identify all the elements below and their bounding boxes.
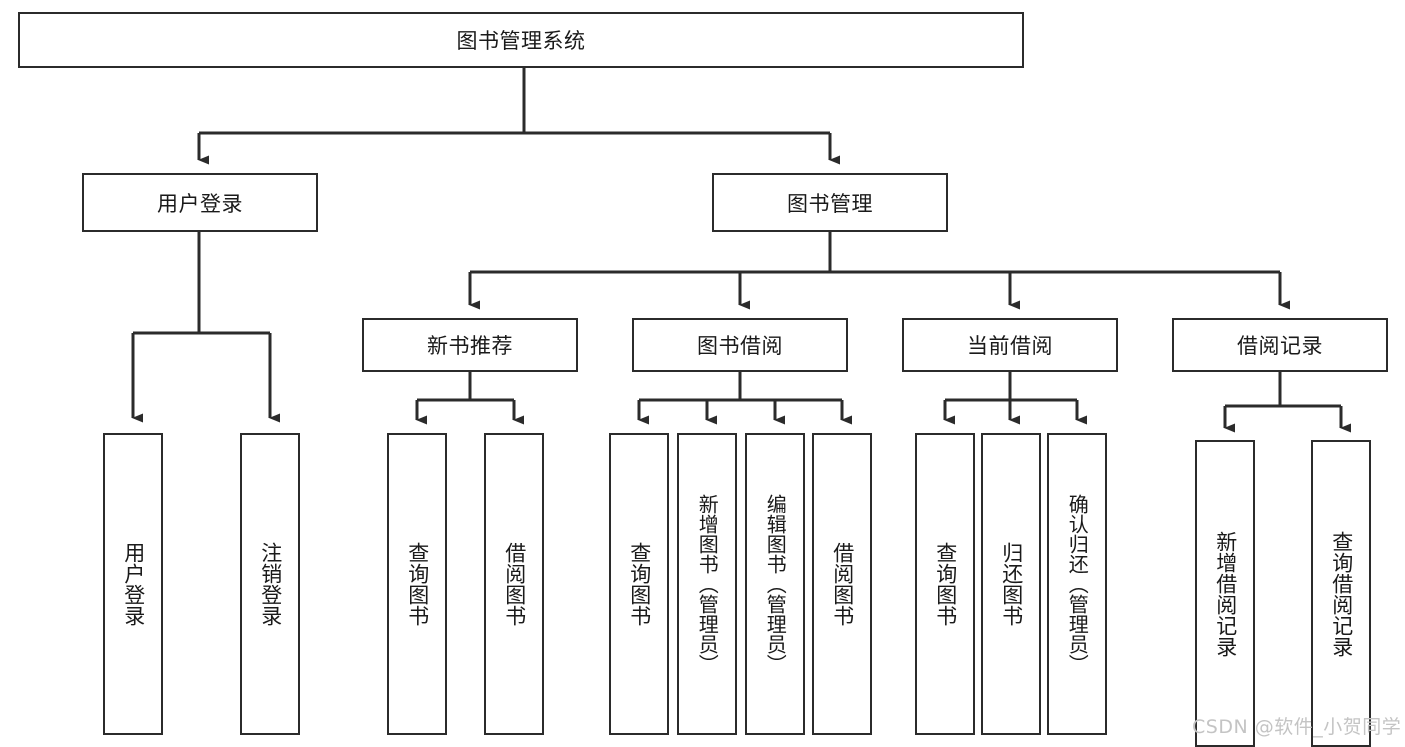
node-current-borrowing-label: 当前借阅 bbox=[967, 334, 1053, 358]
node-new-book-recommendation[interactable]: 新书推荐 bbox=[362, 318, 578, 372]
root-node-book-management-system[interactable]: 图书管理系统 bbox=[18, 12, 1024, 68]
node-current-borrowing[interactable]: 当前借阅 bbox=[902, 318, 1118, 372]
leaf-user-login[interactable]: 用户登录 bbox=[103, 433, 163, 735]
leaf-query-book-recommend[interactable]: 查询图书 bbox=[387, 433, 447, 735]
leaf-query-book-current[interactable]: 查询图书 bbox=[915, 433, 975, 735]
node-user-login[interactable]: 用户登录 bbox=[82, 173, 318, 232]
leaf-borrow-book-borrowing-label: 借阅图书 bbox=[830, 542, 855, 626]
node-new-book-recommendation-label: 新书推荐 bbox=[427, 334, 513, 358]
leaf-borrow-book-recommend[interactable]: 借阅图书 bbox=[484, 433, 544, 735]
leaf-add-borrowing-record-label: 新增借阅记录 bbox=[1213, 530, 1238, 657]
leaf-confirm-return-admin-label: 确认归还（管理员） bbox=[1065, 494, 1090, 674]
leaf-query-book-borrowing-label: 查询图书 bbox=[627, 542, 652, 626]
leaf-query-borrowing-record-label: 查询借阅记录 bbox=[1329, 530, 1354, 657]
leaf-edit-book-admin-label: 编辑图书（管理员） bbox=[763, 494, 788, 674]
leaf-query-book-recommend-label: 查询图书 bbox=[405, 542, 430, 626]
csdn-watermark: CSDN @软件_小贺同学 bbox=[1192, 716, 1402, 738]
leaf-add-book-admin-label: 新增图书（管理员） bbox=[695, 494, 720, 674]
leaf-return-book-label: 归还图书 bbox=[999, 542, 1024, 626]
leaf-add-borrowing-record[interactable]: 新增借阅记录 bbox=[1195, 440, 1255, 747]
leaf-logout[interactable]: 注销登录 bbox=[240, 433, 300, 735]
node-borrowing-record[interactable]: 借阅记录 bbox=[1172, 318, 1388, 372]
leaf-query-book-current-label: 查询图书 bbox=[933, 542, 958, 626]
node-book-management[interactable]: 图书管理 bbox=[712, 173, 948, 232]
root-node-label: 图书管理系统 bbox=[456, 29, 586, 53]
node-book-borrowing[interactable]: 图书借阅 bbox=[632, 318, 848, 372]
leaf-edit-book-admin[interactable]: 编辑图书（管理员） bbox=[745, 433, 805, 735]
leaf-confirm-return-admin[interactable]: 确认归还（管理员） bbox=[1047, 433, 1107, 735]
leaf-borrow-book-borrowing[interactable]: 借阅图书 bbox=[812, 433, 872, 735]
node-book-borrowing-label: 图书借阅 bbox=[697, 334, 783, 358]
leaf-query-book-borrowing[interactable]: 查询图书 bbox=[609, 433, 669, 735]
node-book-management-label: 图书管理 bbox=[787, 191, 873, 216]
leaf-return-book[interactable]: 归还图书 bbox=[981, 433, 1041, 735]
node-borrowing-record-label: 借阅记录 bbox=[1237, 334, 1323, 358]
leaf-query-borrowing-record[interactable]: 查询借阅记录 bbox=[1311, 440, 1371, 747]
leaf-logout-label: 注销登录 bbox=[258, 542, 283, 626]
leaf-user-login-label: 用户登录 bbox=[121, 542, 146, 626]
leaf-add-book-admin[interactable]: 新增图书（管理员） bbox=[677, 433, 737, 735]
node-user-login-label: 用户登录 bbox=[157, 191, 243, 216]
leaf-borrow-book-recommend-label: 借阅图书 bbox=[502, 542, 527, 626]
